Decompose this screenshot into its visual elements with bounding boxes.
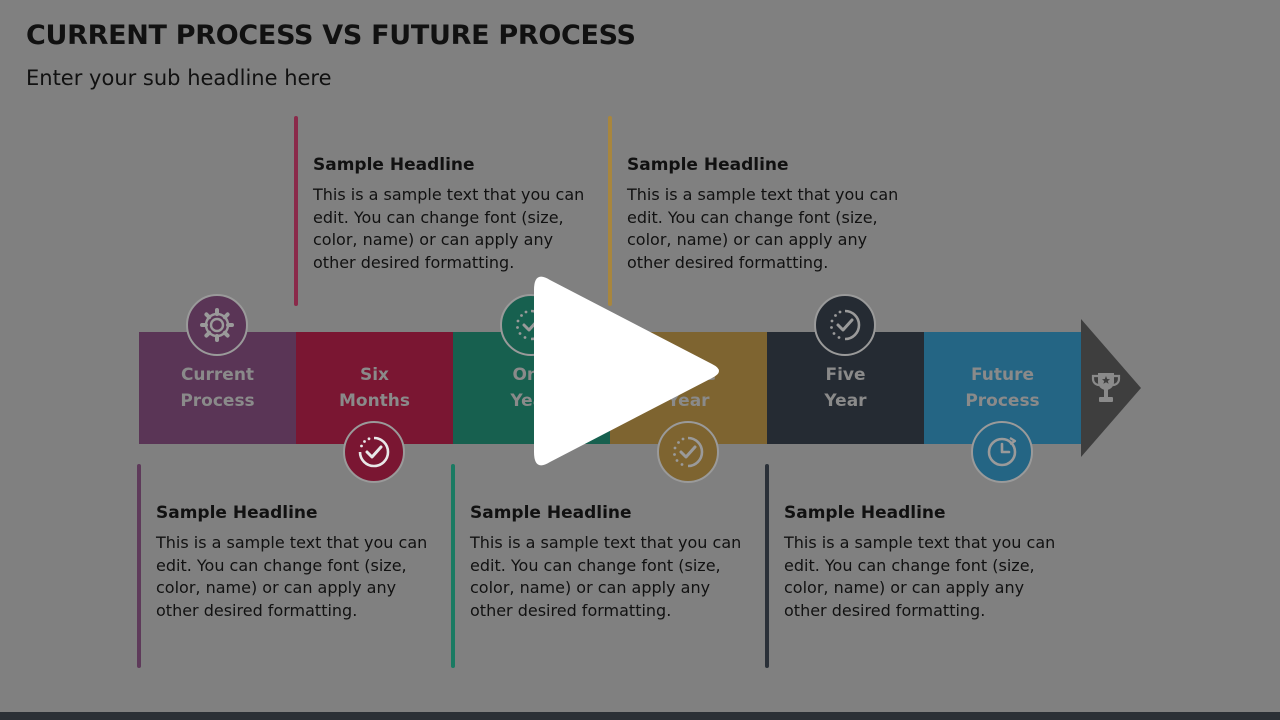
clock-icon	[987, 437, 1017, 467]
trophy-icon	[1091, 373, 1121, 402]
connector-line	[451, 464, 455, 668]
note-bottom-2: Sample Headline This is a sample text th…	[470, 503, 750, 622]
connector-line	[294, 116, 298, 306]
slide-subtitle: Enter your sub headline here	[26, 66, 332, 90]
note-headline: Sample Headline	[784, 503, 946, 523]
progress-check-icon	[673, 436, 704, 468]
stage-label: Six Months	[338, 365, 411, 411]
play-icon[interactable]	[532, 266, 722, 476]
note-top-1: Sample Headline This is a sample text th…	[313, 155, 593, 274]
stage-six-months: Six Months	[296, 332, 453, 444]
stage-icon-circle	[186, 294, 248, 356]
stage-icon-circle	[971, 421, 1033, 483]
note-text: This is a sample text that you can edit.…	[627, 185, 899, 272]
bottom-bar	[0, 712, 1280, 720]
clock-check-icon	[358, 436, 390, 468]
note-text: This is a sample text that you can edit.…	[313, 185, 585, 272]
note-headline: Sample Headline	[156, 503, 318, 523]
stage-label: Current Process	[180, 365, 255, 411]
note-headline: Sample Headline	[627, 155, 789, 175]
stage-icon-circle	[814, 294, 876, 356]
progress-check-icon	[830, 309, 861, 341]
note-text: This is a sample text that you can edit.…	[470, 533, 742, 620]
stage-label: Five Year	[824, 365, 867, 411]
note-text: This is a sample text that you can edit.…	[784, 533, 1056, 620]
stage-label: Future Process	[965, 365, 1040, 411]
connector-line	[765, 464, 769, 668]
stage-icon-circle	[343, 421, 405, 483]
slide-title: CURRENT PROCESS VS FUTURE PROCESS	[26, 20, 636, 51]
stage-icon-circle	[657, 421, 719, 483]
connector-line	[137, 464, 141, 668]
connector-line	[608, 116, 612, 306]
note-headline: Sample Headline	[313, 155, 475, 175]
note-bottom-3: Sample Headline This is a sample text th…	[784, 503, 1064, 622]
gear-icon	[200, 308, 234, 342]
note-headline: Sample Headline	[470, 503, 632, 523]
note-text: This is a sample text that you can edit.…	[156, 533, 428, 620]
note-top-2: Sample Headline This is a sample text th…	[627, 155, 907, 274]
note-bottom-1: Sample Headline This is a sample text th…	[156, 503, 436, 622]
